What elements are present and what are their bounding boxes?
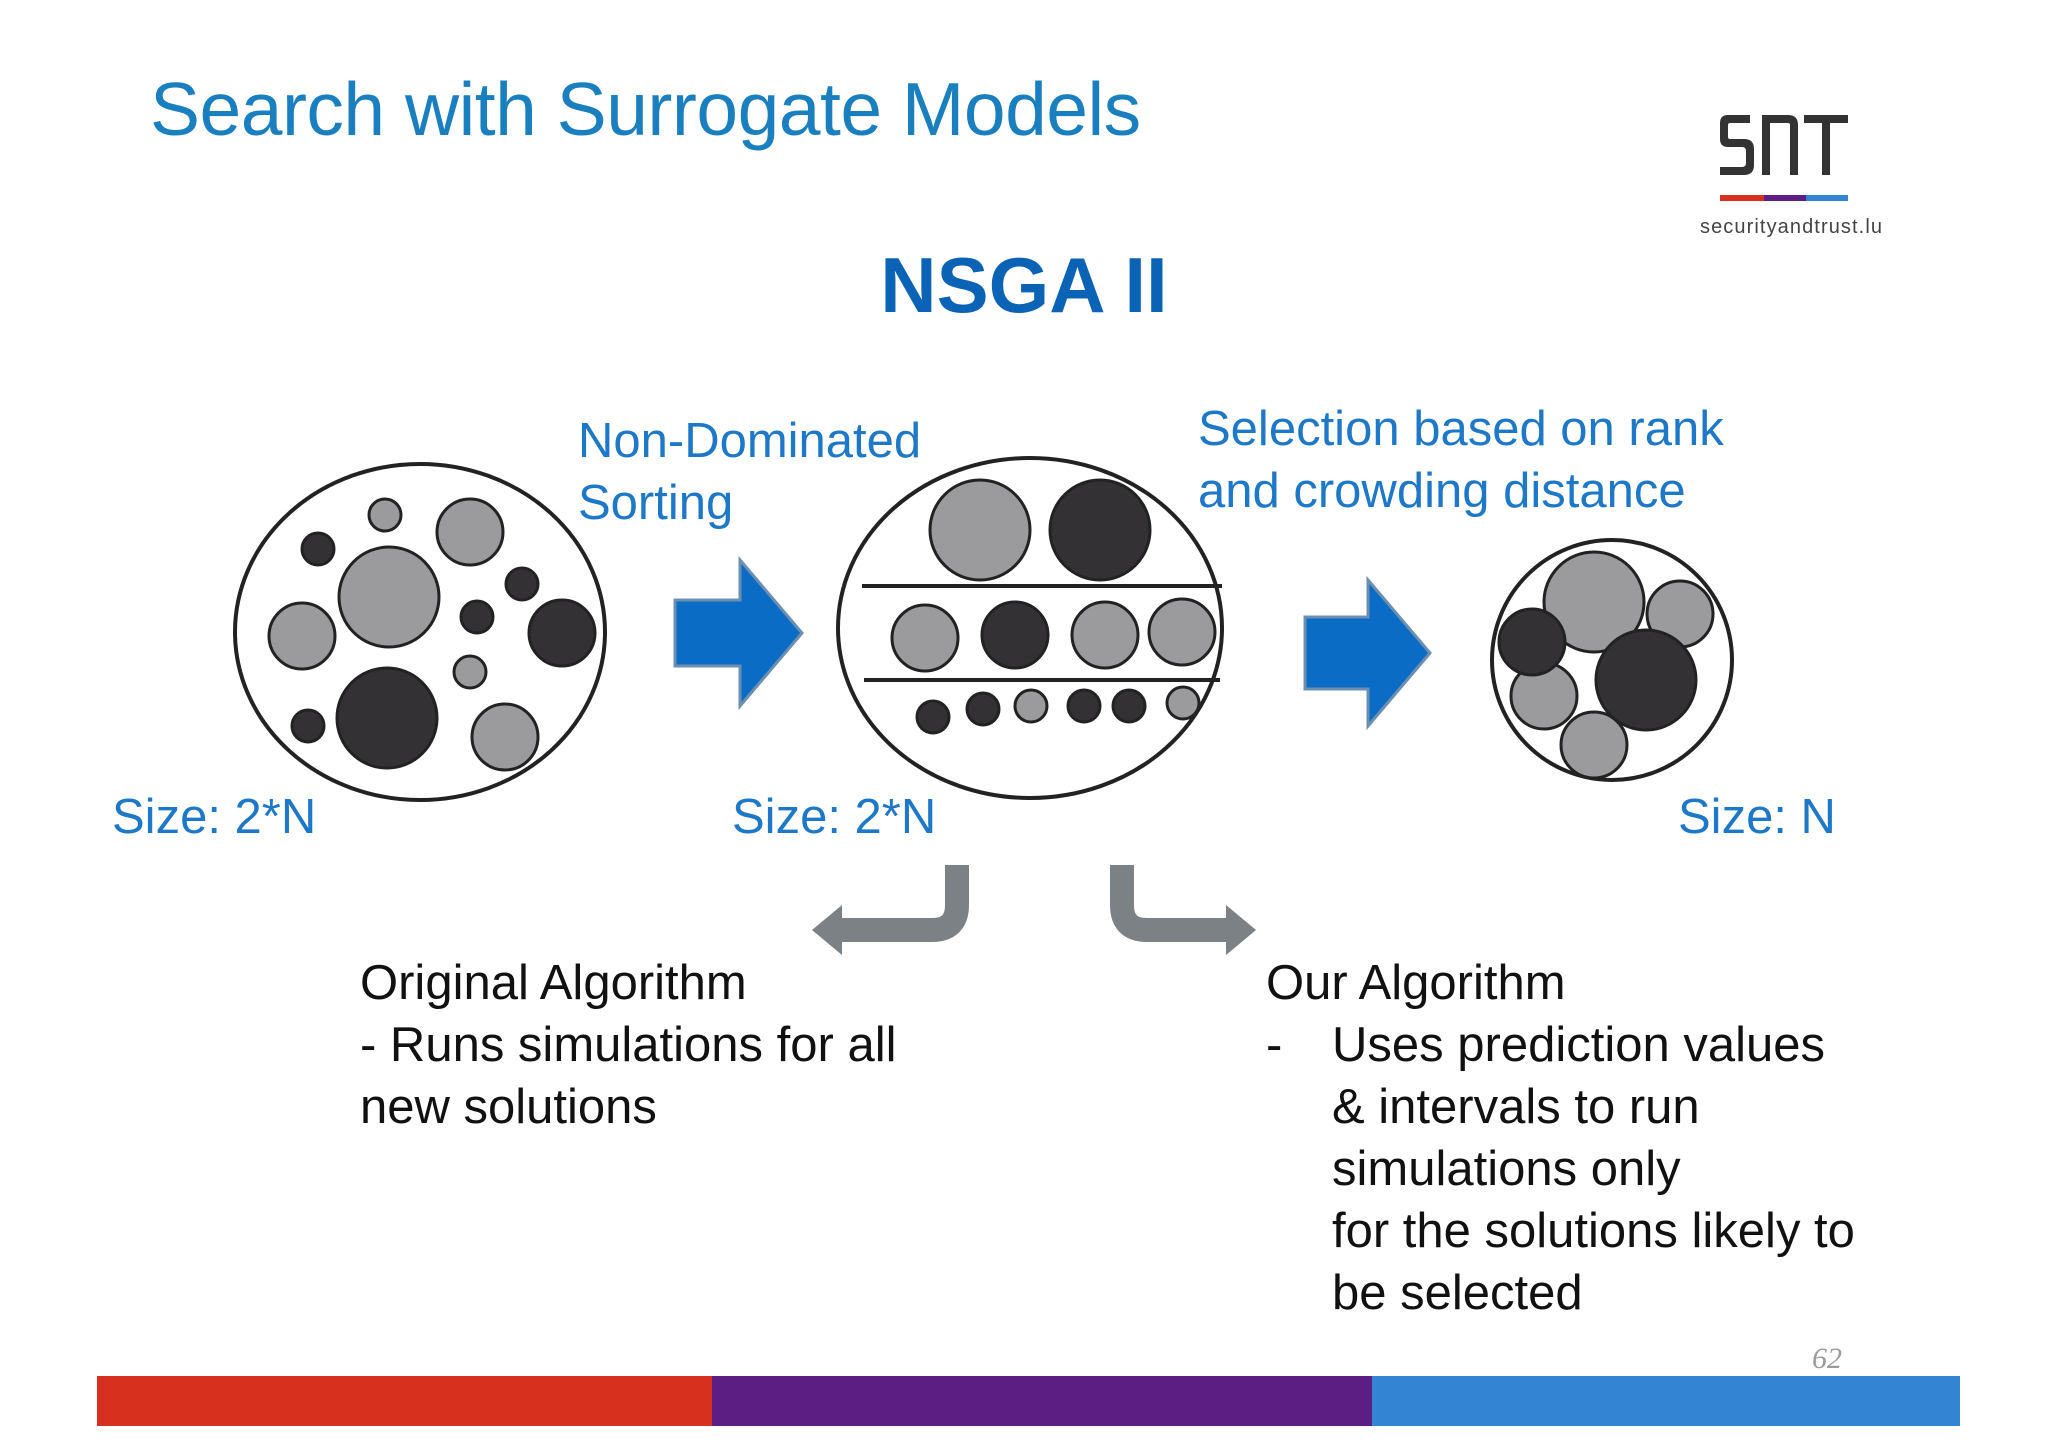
- population-selected: [1490, 538, 1734, 782]
- selected-solution-dark: [1497, 607, 1567, 677]
- solution-dark: [459, 599, 495, 635]
- footer-bar-blue: [1372, 1376, 1960, 1426]
- front3-solution-dark: [965, 691, 1001, 727]
- front2-solution-light: [1147, 597, 1217, 667]
- arrow-down-left-head: [812, 905, 842, 955]
- slide-number: 62: [1812, 1342, 1842, 1375]
- logo-bar-purple: [1764, 195, 1806, 201]
- population-combined: [233, 462, 607, 802]
- front3-solution-dark: [1111, 688, 1147, 724]
- solution-dark: [290, 708, 326, 744]
- sorting-label: Non-Dominated Sorting: [578, 414, 922, 530]
- population-sorted: [836, 456, 1224, 800]
- original-algorithm-block: Original Algorithm - Runs simulations fo…: [360, 952, 896, 1138]
- front3-solution-dark: [915, 699, 951, 735]
- logo-bar-blue: [1806, 195, 1848, 201]
- solution-light: [367, 497, 403, 533]
- arrow-right-icon: [673, 555, 804, 711]
- solution-dark: [300, 531, 336, 567]
- selection-label: Selection based on rank and crowding dis…: [1198, 402, 1724, 518]
- snt-logo: securityandtrust.lu: [1700, 115, 1882, 238]
- front2-solution-dark: [980, 600, 1050, 670]
- solution-light: [267, 601, 337, 671]
- solution-light: [435, 497, 505, 567]
- original-algorithm-title: Original Algorithm: [360, 956, 747, 1010]
- slide-title: Search with Surrogate Models: [150, 67, 1141, 151]
- arrow-down-right-head: [1226, 905, 1256, 955]
- arrow-right-icon: [1303, 575, 1432, 731]
- solution-light: [337, 545, 441, 649]
- solution-dark: [527, 598, 597, 668]
- footer-bar-red: [97, 1376, 712, 1426]
- front1-solution-light: [928, 478, 1032, 582]
- logo-bar-red: [1720, 195, 1764, 201]
- solution-light: [452, 654, 488, 690]
- selected-solution-light: [1559, 710, 1629, 780]
- our-algorithm-title: Our Algorithm: [1266, 956, 1566, 1010]
- size-label-middle: Size: 2*N: [732, 790, 937, 844]
- diagram-heading: NSGA II: [880, 241, 1168, 329]
- solution-light: [470, 702, 540, 772]
- solution-dark: [335, 666, 439, 770]
- our-algorithm-block: Our Algorithm - Uses prediction values &…: [1266, 952, 1855, 1324]
- arrow-down-left-icon: [840, 865, 969, 942]
- front3-solution-dark: [1066, 688, 1102, 724]
- footer-bar-purple: [712, 1376, 1372, 1426]
- front3-solution-light: [1165, 685, 1201, 721]
- snt-logo-mark: [1720, 115, 1848, 175]
- solution-dark: [504, 566, 540, 602]
- front2-solution-light: [890, 603, 960, 673]
- selected-solution-light: [1542, 550, 1646, 654]
- size-label-right: Size: N: [1678, 790, 1836, 844]
- front2-solution-light: [1070, 600, 1140, 670]
- selected-solution-dark: [1594, 628, 1698, 732]
- our-algorithm-bullet: - Uses prediction values & intervals to …: [1266, 1018, 1855, 1320]
- arrow-down-right-icon: [1110, 865, 1228, 942]
- front1-solution-dark: [1048, 478, 1152, 582]
- logo-text: securityandtrust.lu: [1700, 216, 1882, 238]
- front3-solution-light: [1013, 688, 1049, 724]
- size-label-left: Size: 2*N: [112, 790, 317, 844]
